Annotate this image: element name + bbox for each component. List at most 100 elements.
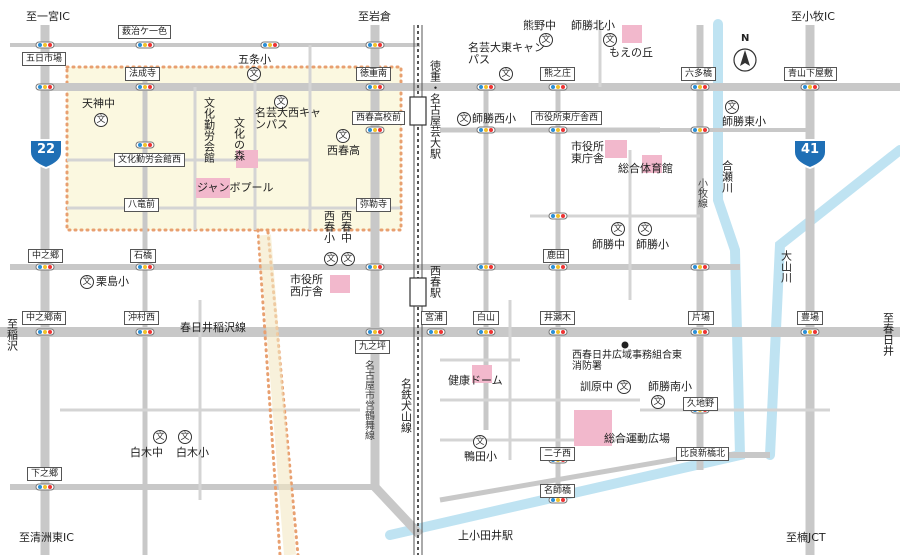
route-22-label: 22 (37, 142, 56, 157)
int-rokujo-bashi: 六多橋 (681, 67, 717, 81)
place-kurishima-es: 栗島小 (96, 275, 129, 288)
int-kujino: 久地野 (683, 397, 719, 411)
compass-label: N (741, 33, 750, 44)
int-shiyakusho-higashi-chousha-nishi: 市役所東庁舎西 (531, 111, 603, 125)
jumbo-pool-block (196, 178, 230, 198)
school-icon-shiroki-es: 文 (178, 430, 192, 444)
school-icon-nishiharu-jhs: 文 (341, 252, 355, 266)
place-nishiharu-jhs: 西春中 (339, 210, 353, 243)
place-shiroki-es: 白木小 (176, 446, 209, 459)
place-shikatsu-kita-es: 師勝北小 (571, 19, 615, 32)
int-okimura-nishi: 沖村西 (124, 311, 160, 325)
route-41-label: 41 (801, 142, 820, 157)
label-meitetsu-inuyama-line: 名鉄犬山線 (399, 378, 413, 433)
school-icon-meigeidai-higashi: 文 (499, 67, 513, 81)
label-okkawa: 大山川 (779, 250, 793, 283)
school-icon-shikatsu-nishi: 文 (457, 112, 471, 126)
label-kasugai-inazawa-line: 春日井稲沢線 (180, 321, 246, 334)
dir-kiyosu-higashi-ic: 至清洲東IC (19, 531, 74, 544)
label-aisegawa: 合瀬川 (720, 160, 734, 193)
station-tokushige (409, 96, 427, 126)
place-kenko-dome: 健康ドーム (448, 374, 503, 387)
place-jumbo-pool: ジャンボプール (197, 181, 274, 194)
school-icon-tenjin: 文 (94, 113, 108, 127)
label-kami-otai-station: 上小田井駅 (458, 529, 513, 542)
int-tokushige-minami: 徳重南 (356, 67, 392, 81)
label-komaki-line: 小牧線 (695, 178, 707, 208)
int-aoyama-shimoyashiki: 青山下屋敷 (784, 67, 838, 81)
place-kumano-jhs: 熊野中 (523, 19, 556, 32)
place-sogo-undo-hiroba: 総合運動広場 (604, 432, 670, 445)
school-icon-shikatsu-jhs: 文 (611, 222, 625, 236)
place-shikatsu-es: 師勝小 (636, 238, 669, 251)
place-tenjin-jhs: 天神中 (82, 97, 115, 110)
traffic-signals (35, 41, 820, 504)
sogo-undo-hiroba-block (574, 410, 612, 446)
rivers (385, 19, 900, 540)
int-kumanosho: 熊之庄 (540, 67, 576, 81)
place-meigeidai-higashi: 名芸大東キャンパス (468, 41, 545, 67)
int-bunka-kinro-kaikan-nishi: 文化勤労会館西 (114, 153, 186, 167)
school-icon-kumano: 文 (539, 33, 553, 47)
dir-iwakura: 至岩倉 (358, 10, 391, 23)
int-nakanogo: 中之郷 (28, 249, 64, 263)
route-41-badge (793, 139, 827, 170)
place-meigeidai-nishi: 名芸大西キャンパス (255, 106, 321, 132)
label-nagoya-tsurumai-line: 名古屋市営鶴舞線 (362, 360, 374, 440)
shiyakusho-higashi-block (605, 140, 627, 158)
fire-station-dot (621, 341, 629, 349)
school-icon-kunbara: 文 (617, 380, 631, 394)
okkawa-river (765, 145, 900, 460)
place-kamota-es: 鴨田小 (464, 450, 497, 463)
dir-ichinomiya-ic: 至一宮IC (26, 10, 70, 23)
school-icon-meigeidai-nishi: 文 (274, 95, 288, 109)
school-icon-shikatsu-es: 文 (638, 222, 652, 236)
roads (0, 25, 900, 555)
int-ishiya-keiro: 薮治ケ一色 (118, 25, 172, 39)
place-gojo-es: 五条小 (238, 53, 271, 66)
int-mirokuji: 弥勒寺 (356, 198, 392, 212)
shiyakusho-nishi-block (330, 275, 350, 293)
int-hirayoshi-shinbashi-kita: 比良新橋北 (676, 447, 730, 461)
int-inosegi: 井瀬木 (540, 311, 576, 325)
int-nishi-shou-daiko: 西春高校前 (352, 111, 406, 125)
place-shikatsu-nishi-es: 師勝西小 (472, 112, 516, 125)
place-shikatsu-higashi-es: 師勝東小 (722, 115, 766, 128)
int-kunotsubo: 九之坪 (355, 340, 391, 354)
place-nishiharu-hs: 西春高 (327, 144, 360, 157)
school-icon-kurishima: 文 (80, 275, 94, 289)
label-tokushige-station: 徳重・名古屋芸大駅 (428, 60, 442, 159)
int-shimonogo: 下之郷 (27, 467, 63, 481)
int-shirayama: 白山 (473, 311, 500, 325)
int-nakanogo-minami: 中之郷南 (22, 311, 67, 325)
dir-komaki-ic: 至小牧IC (791, 10, 835, 23)
dir-inazawa: 至稲沢 (5, 318, 19, 351)
place-nishiharu-es: 西春小 (322, 210, 336, 243)
place-fire-station: 西春日井広域事務組合東消防署 (572, 350, 682, 372)
school-icon-shikatsu-kita: 文 (603, 33, 617, 47)
dir-kachi-jct: 至楠JCT (786, 531, 826, 544)
int-toyoba: 豊場 (797, 311, 824, 325)
route-22-badge (29, 139, 63, 170)
moe-no-oka-block (622, 25, 642, 43)
place-sogo-taiikukan: 総合体育館 (618, 162, 673, 175)
place-shiroki-jhs: 白木中 (130, 446, 163, 459)
int-meishibashi: 名師橋 (540, 484, 576, 498)
label-nishiharu-station: 西春駅 (428, 265, 442, 298)
int-kataba: 片場 (688, 311, 715, 325)
place-moe-no-oka: もえの丘 (609, 46, 653, 59)
place-kunbara-jhs: 訓原中 (580, 380, 613, 393)
school-icon-kamota: 文 (473, 435, 487, 449)
station-nishiharu (409, 277, 427, 307)
int-nishiko: 二子西 (540, 447, 576, 461)
subway-line (256, 228, 282, 555)
sogo-taiikukan-block (642, 155, 662, 173)
place-bunka-no-mori: 文化の森 (232, 117, 246, 161)
int-miyaura: 宮浦 (421, 311, 448, 325)
school-icon-gojo: 文 (247, 67, 261, 81)
school-icon-shikatsu-minami: 文 (651, 395, 665, 409)
place-shiyakusho-nishi: 市役所西庁舎 (290, 273, 323, 299)
dir-kasugai: 至春日井 (881, 312, 895, 356)
